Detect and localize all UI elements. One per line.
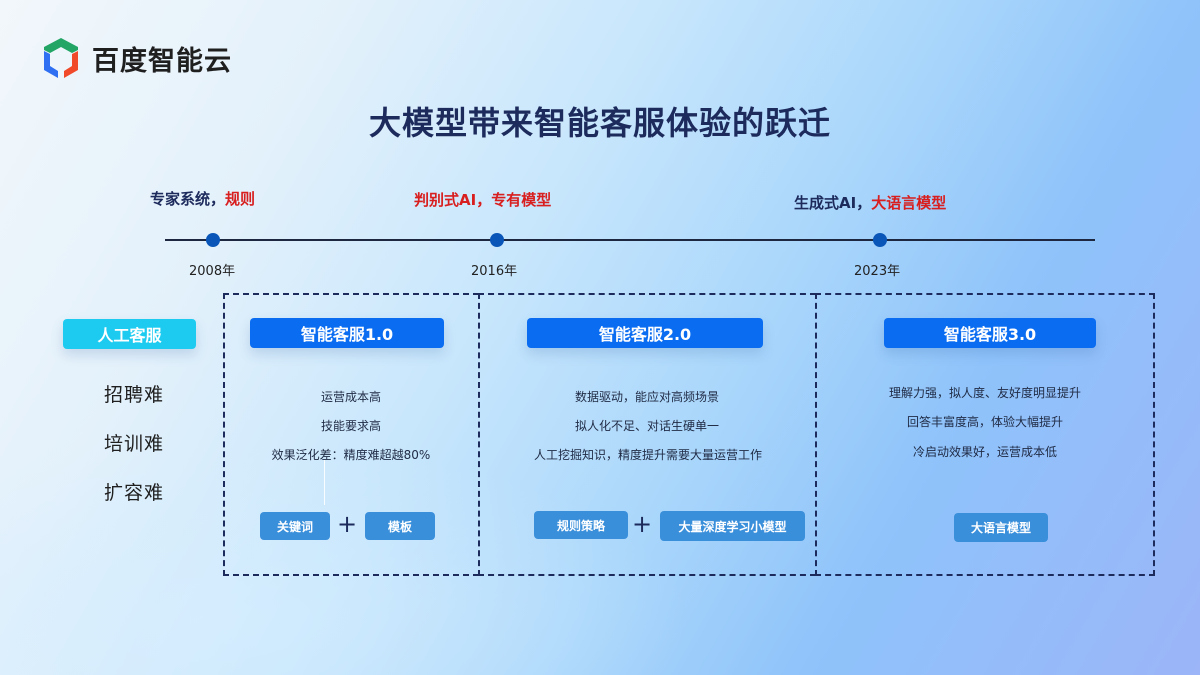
stage-3-header: 智能客服3.0 [884, 318, 1096, 348]
tag-rule-strategy: 规则策略 [534, 511, 628, 539]
tag-templates: 模板 [365, 512, 435, 540]
era-label-generative-ai: 生成式AI，大语言模型 [794, 192, 946, 213]
year-label: 2016年 [471, 264, 518, 279]
era-highlight: 规则 [225, 190, 256, 208]
era-highlight: 大语言模型 [871, 194, 947, 212]
stage-3-bullet: 冷启动效果好，运营成本低 [912, 445, 1057, 459]
stage-2-bullet: 数据驱动，能应对高频场景 [574, 390, 719, 404]
stage-1-bullet: 效果泛化差：精度难超越80% [271, 448, 431, 462]
manual-service-header: 人工客服 [63, 319, 196, 349]
year-label: 2008年 [189, 264, 236, 279]
stage-2-bullet: 人工挖掘知识，精度提升需要大量运营工作 [533, 448, 762, 462]
plus-icon: + [632, 510, 653, 538]
plus-icon: + [337, 510, 358, 538]
timeline-dot-2016 [490, 233, 504, 247]
era-prefix: 生成式AI， [794, 194, 872, 212]
page-title: 大模型带来智能客服体验的跃迁 [368, 104, 831, 142]
baidu-cloud-cube-icon [44, 38, 78, 78]
stage-2-bullet: 拟人化不足、对话生硬单一 [574, 419, 719, 433]
era-label-expert-system: 专家系统，规则 [150, 188, 255, 209]
brand-logo: 百度智能云 [40, 36, 232, 80]
stage-1-bullet: 技能要求高 [320, 419, 381, 433]
stage-3-panel [815, 293, 1155, 576]
era-label-discriminative-ai: 判别式AI，专有模型 [414, 189, 551, 210]
timeline-dot-2023 [873, 233, 887, 247]
tag-deep-learning-small-models: 大量深度学习小模型 [660, 511, 805, 541]
pain-point: 培训难 [104, 433, 165, 455]
timeline-dot-2008 [206, 233, 220, 247]
stage-1-header: 智能客服1.0 [250, 318, 444, 348]
stage-2-header: 智能客服2.0 [527, 318, 763, 348]
tag-large-language-model: 大语言模型 [954, 513, 1048, 542]
era-highlight: 判别式AI，专有模型 [414, 191, 552, 209]
pain-point: 招聘难 [104, 384, 165, 406]
faint-divider [324, 460, 325, 505]
pain-point: 扩容难 [104, 482, 165, 504]
stage-3-bullet: 回答丰富度高，体验大幅提升 [906, 415, 1063, 429]
stage-1-bullet: 运营成本高 [320, 390, 381, 404]
stage-1-panel [223, 293, 479, 576]
brand-name: 百度智能云 [92, 45, 232, 77]
stage-2-panel [478, 293, 816, 576]
stage-3-bullet: 理解力强，拟人度、友好度明显提升 [888, 386, 1081, 400]
timeline-axis [165, 239, 1095, 241]
year-label: 2023年 [854, 264, 901, 279]
tag-keywords: 关键词 [260, 512, 330, 540]
era-prefix: 专家系统， [150, 190, 226, 208]
